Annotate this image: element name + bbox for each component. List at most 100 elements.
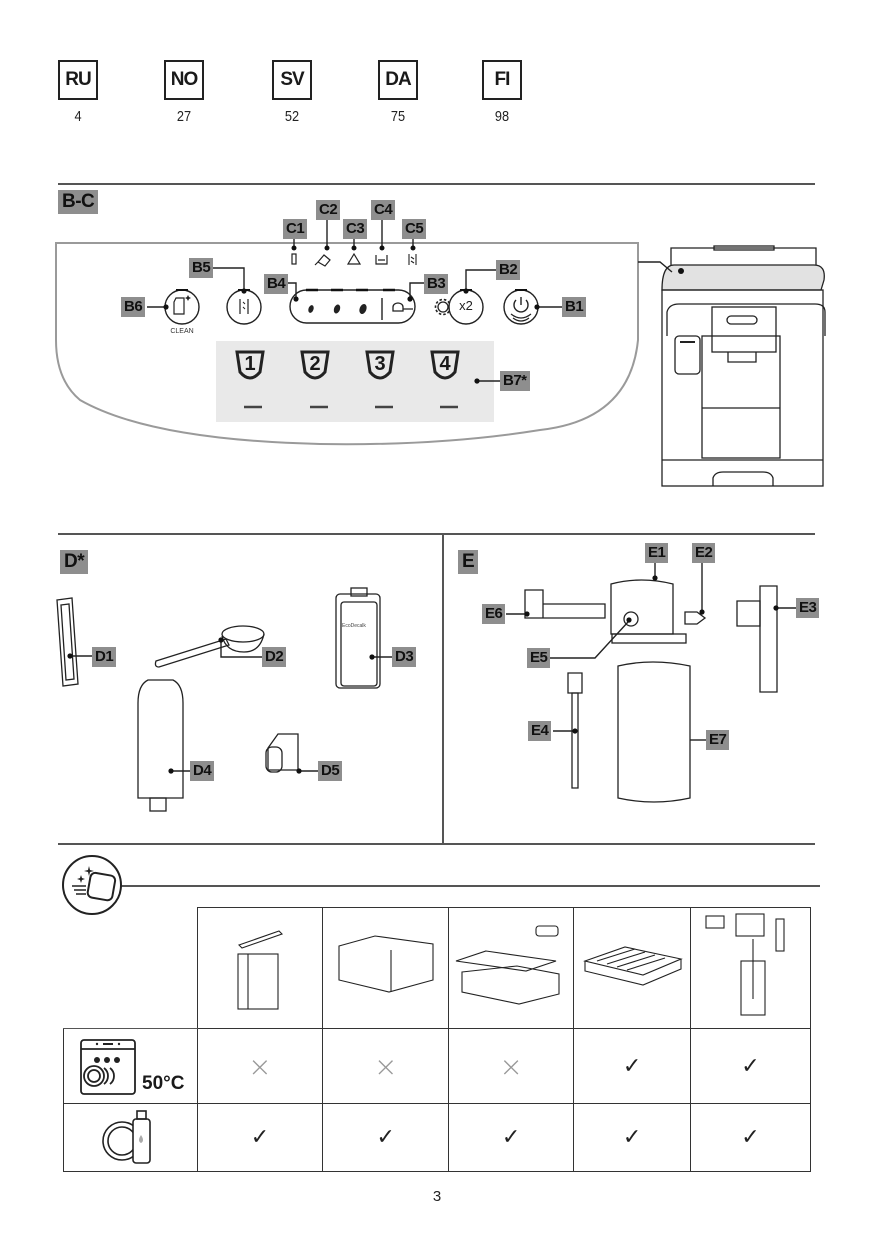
- section-divider: [58, 843, 815, 845]
- language-page-fi: 98: [494, 108, 510, 125]
- measuring-scoop: [154, 638, 230, 668]
- dishwasher-temperature: 50°C: [142, 1073, 185, 1094]
- milk-container: [617, 661, 691, 803]
- water-filter-cartridge: [137, 679, 184, 799]
- coffee-bean-icon-3: [359, 303, 367, 315]
- table-row-hand-wash: ✓ ✓ ✓ ✓ ✓: [63, 1103, 811, 1172]
- table-cell: ✓: [573, 1103, 692, 1172]
- milk-label-e1: E1: [645, 543, 669, 563]
- language-page-sv: 52: [284, 108, 300, 125]
- language-code-fi[interactable]: FI: [482, 60, 522, 100]
- language-page-no: 27: [176, 108, 192, 125]
- table-row-dishwasher: 50°C × × × ✓ ✓: [63, 1028, 811, 1104]
- table-cell: ×: [448, 1028, 575, 1104]
- cup-icons: [235, 350, 460, 409]
- part-cup-grid: [573, 907, 692, 1029]
- table-cell: ✓: [690, 1028, 811, 1104]
- table-cell: ✓: [690, 1103, 811, 1172]
- button-label-b6: B6: [121, 297, 146, 317]
- milk-label-e7: E7: [706, 730, 730, 750]
- language-code-no[interactable]: NO: [164, 60, 204, 100]
- coffee-bean-icon-1: [308, 305, 314, 313]
- cup-button-1[interactable]: 1: [244, 353, 256, 375]
- button-label-b7: B7*: [500, 371, 530, 391]
- allowed-mark: ✓: [250, 1125, 270, 1150]
- accessory-label-d3: D3: [392, 647, 417, 667]
- accessories-diagram: [56, 563, 796, 812]
- accessory-label-d5: D5: [318, 761, 343, 781]
- water-hardness-strip: [56, 597, 79, 687]
- section-title-e: E: [458, 550, 479, 574]
- strength-selector-shape: [289, 289, 416, 324]
- milk-label-e2: E2: [692, 543, 716, 563]
- cup-button-3[interactable]: 3: [374, 353, 386, 375]
- indicator-label-c1: C1: [283, 219, 308, 239]
- not-allowed-mark: ×: [499, 1049, 523, 1083]
- coffee-bean-icon-2: [333, 304, 341, 314]
- cleaning-table: 50°C × × × ✓ ✓ ✓ ✓ ✓ ✓ ✓: [63, 907, 811, 1172]
- filter-adapter: [267, 733, 299, 771]
- not-allowed-mark: ×: [248, 1049, 272, 1083]
- accessory-label-d4: D4: [190, 761, 215, 781]
- milk-connector: [524, 589, 606, 619]
- indicator-label-c2: C2: [316, 200, 341, 220]
- table-cell: ✓: [448, 1103, 575, 1172]
- table-cell: ×: [196, 1028, 324, 1104]
- not-allowed-mark: ×: [373, 1049, 398, 1083]
- button-label-b1: B1: [562, 297, 587, 317]
- milk-label-e5: E5: [527, 648, 551, 668]
- allowed-mark: ✓: [376, 1125, 395, 1150]
- section-title-d: D*: [60, 550, 89, 574]
- language-code-da[interactable]: DA: [378, 60, 418, 100]
- language-code-sv[interactable]: SV: [272, 60, 312, 100]
- table-cell: ×: [322, 1028, 450, 1104]
- part-water-tank: [196, 907, 324, 1029]
- warning-triangle-icon: [346, 252, 362, 265]
- accessory-label-d2: D2: [262, 647, 287, 667]
- ground-coffee-icon: [392, 302, 413, 312]
- control-panel-diagram: [55, 218, 826, 487]
- language-code-ru[interactable]: RU: [58, 60, 98, 100]
- section-title-bc: B-C: [58, 190, 99, 214]
- descaler-package: [335, 593, 381, 689]
- indicator-label-c4: C4: [371, 200, 396, 220]
- coffee-machine-front-view: [661, 245, 826, 487]
- descaler-package-text: EcoDecalk: [342, 623, 366, 629]
- clean-icon: [173, 297, 185, 315]
- water-filter-icon: [408, 254, 417, 265]
- button-label-b5: B5: [189, 258, 214, 278]
- section-divider-vertical: [442, 533, 444, 843]
- button-label-b2: B2: [496, 260, 521, 280]
- table-corner: [63, 907, 198, 1029]
- cup-button-2[interactable]: 2: [309, 353, 321, 375]
- dishwasher-icon: [80, 1039, 136, 1095]
- cleaning-header-rule: [120, 885, 820, 887]
- clean-button-label: CLEAN: [170, 328, 194, 335]
- accessory-label-d1: D1: [92, 647, 117, 667]
- milk-system-icon: [704, 912, 785, 1016]
- table-cell: ✓: [322, 1103, 450, 1172]
- button-label-b4: B4: [264, 274, 289, 294]
- section-divider: [58, 533, 815, 535]
- cup-button-4[interactable]: 4: [439, 353, 451, 375]
- allowed-mark: ✓: [501, 1125, 521, 1150]
- part-milk-system: [690, 907, 811, 1029]
- hand-wash-icon: [102, 1110, 152, 1164]
- part-coffee-grounds-container: [322, 907, 450, 1029]
- table-row-parts: [63, 907, 811, 1029]
- allowed-mark: ✓: [741, 1125, 760, 1150]
- settings-gear-icon: [437, 301, 449, 313]
- section-divider: [58, 183, 815, 185]
- language-page-da: 75: [390, 108, 406, 125]
- part-drip-tray: [448, 907, 575, 1029]
- milk-label-e4: E4: [528, 721, 552, 741]
- cup-grid-icon: [583, 945, 683, 986]
- descaler-bottle-icon: [291, 253, 297, 265]
- indicator-label-c5: C5: [402, 219, 427, 239]
- cleaning-icon: [62, 855, 122, 915]
- table-cell: ✓: [196, 1103, 324, 1172]
- dishwasher-method-cell: 50°C: [63, 1028, 198, 1104]
- milk-suction-tube: [571, 692, 579, 789]
- allowed-mark: ✓: [622, 1125, 642, 1150]
- milk-label-e6: E6: [482, 604, 506, 624]
